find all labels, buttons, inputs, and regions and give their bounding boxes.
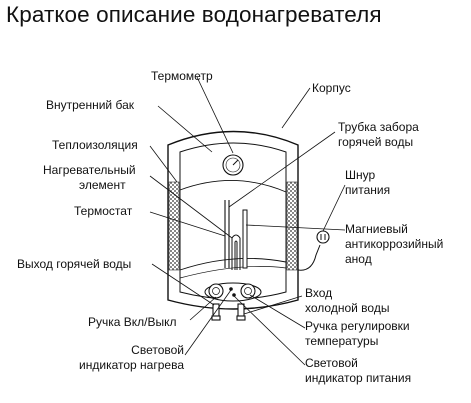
power-indicator-icon [232, 293, 236, 297]
label-hot-pipe-line2: горячей воды [338, 135, 414, 149]
label-cold-inlet: Вход холодной воды [305, 286, 389, 316]
label-power-cord-line2: питания [345, 183, 391, 197]
label-anode-line1: Магниевый [345, 222, 408, 236]
label-heat-indicator-line2: индикатор нагрева [79, 358, 184, 372]
label-insulation: Теплоизоляция [52, 138, 138, 152]
inner-tank-outline [179, 142, 287, 300]
label-power-indicator-line2: индикатор питания [305, 371, 412, 385]
label-power-indicator-line1: Световой [305, 356, 358, 370]
label-anode-line3: анод [345, 252, 372, 266]
label-heat-indicator: Световой индикатор нагрева [70, 343, 184, 373]
page-title: Краткое описание водонагревателя [6, 2, 382, 27]
label-anode: Магниевый антикоррозийный анод [345, 222, 443, 267]
onoff-knob-icon [208, 283, 224, 299]
label-cold-inlet-line2: холодной воды [305, 301, 390, 315]
label-hot-outlet: Выход горячей воды [17, 257, 132, 271]
insulation-right [286, 181, 298, 271]
power-cord-icon [297, 230, 330, 271]
heat-indicator-icon [229, 287, 233, 291]
label-thermostat: Термостат [74, 204, 133, 218]
label-heat-indicator-line1: Световой [131, 343, 184, 357]
label-temp-knob-line1: Ручка регулировки [305, 319, 410, 333]
label-hot-pipe: Трубка забора горячей воды [338, 120, 419, 150]
label-heating-element: Нагревательный элемент [43, 163, 136, 193]
control-panel [204, 282, 262, 302]
temp-knob-icon [240, 283, 256, 299]
anode-rod [242, 209, 248, 269]
thermometer-icon [222, 154, 244, 176]
label-inner-tank: Внутренний бак [46, 98, 134, 112]
label-anode-line2: антикоррозийный [345, 237, 444, 251]
housing-outline [167, 130, 299, 310]
label-temp-knob: Ручка регулировки температуры [305, 319, 410, 349]
label-heating-element-line2: элемент [79, 178, 126, 192]
label-heating-element-line1: Нагревательный [43, 163, 136, 177]
label-onoff-knob: Ручка Вкл/Выкл [88, 315, 177, 329]
label-power-cord: Шнур питания [345, 168, 390, 198]
label-thermometer: Термометр [151, 69, 213, 83]
label-hot-pipe-line1: Трубка забора [338, 120, 419, 134]
label-temp-knob-line2: температуры [305, 334, 379, 348]
insulation-left [168, 181, 180, 271]
leader-lines [149, 76, 346, 366]
label-power-indicator: Световой индикатор питания [305, 356, 411, 386]
label-housing: Корпус [312, 81, 351, 95]
label-cold-inlet-line1: Вход [305, 286, 333, 300]
label-power-cord-line1: Шнур [345, 168, 376, 182]
